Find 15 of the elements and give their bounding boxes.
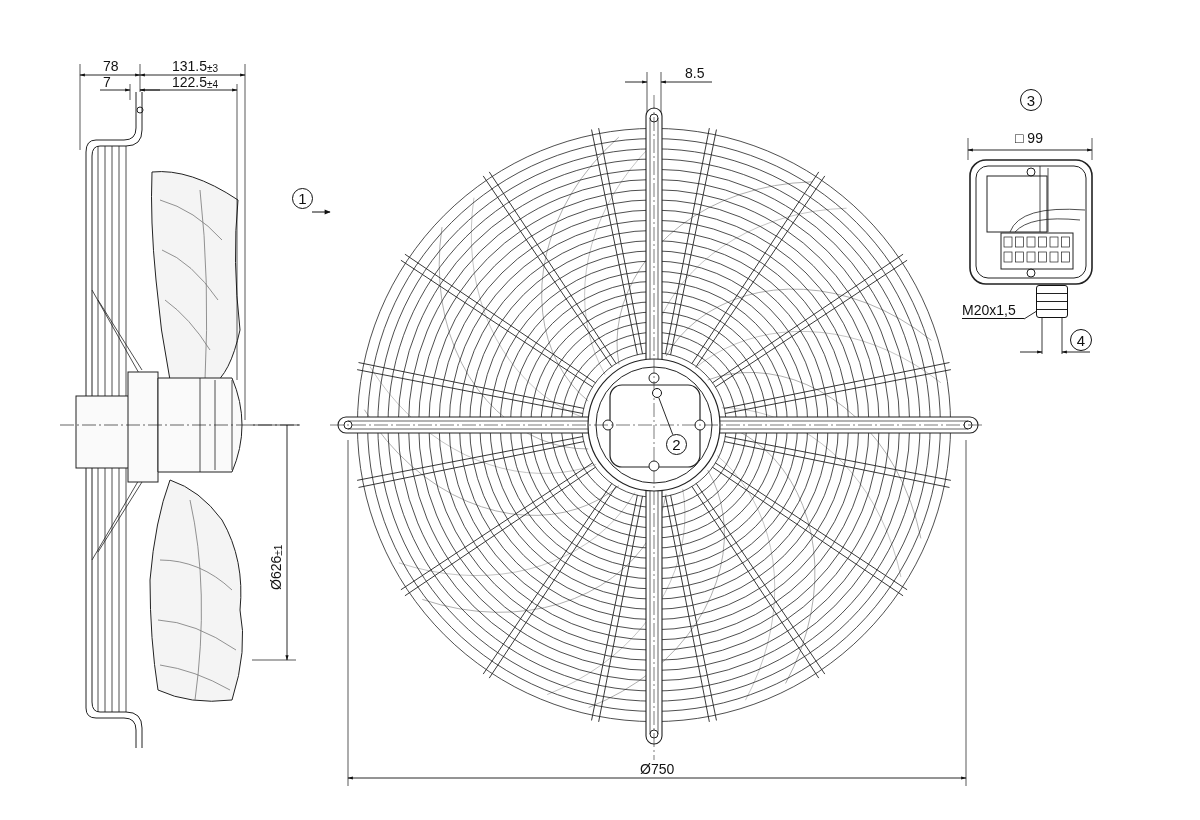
callout-number: 3 bbox=[1020, 89, 1042, 111]
callout-number: 4 bbox=[1070, 329, 1092, 351]
screw bbox=[652, 388, 662, 398]
dimension-label: 8.5 bbox=[685, 66, 705, 80]
leader-line bbox=[658, 397, 674, 436]
callout-number: 1 bbox=[292, 188, 313, 209]
thread-size-label: M20x1,5 bbox=[962, 302, 1024, 319]
dimension-label: Ø750 bbox=[640, 762, 675, 776]
dimension-label: 131.5$_{±3}$ bbox=[172, 59, 219, 74]
leader-line bbox=[1023, 311, 1037, 320]
cable-gland bbox=[1036, 285, 1068, 318]
dimension-label: 78 bbox=[103, 59, 119, 73]
dimension-label: □ 99 bbox=[1015, 131, 1043, 145]
dimension-label: 122.5$_{±4}$ bbox=[172, 75, 219, 90]
dimension-label: 7 bbox=[103, 75, 111, 89]
